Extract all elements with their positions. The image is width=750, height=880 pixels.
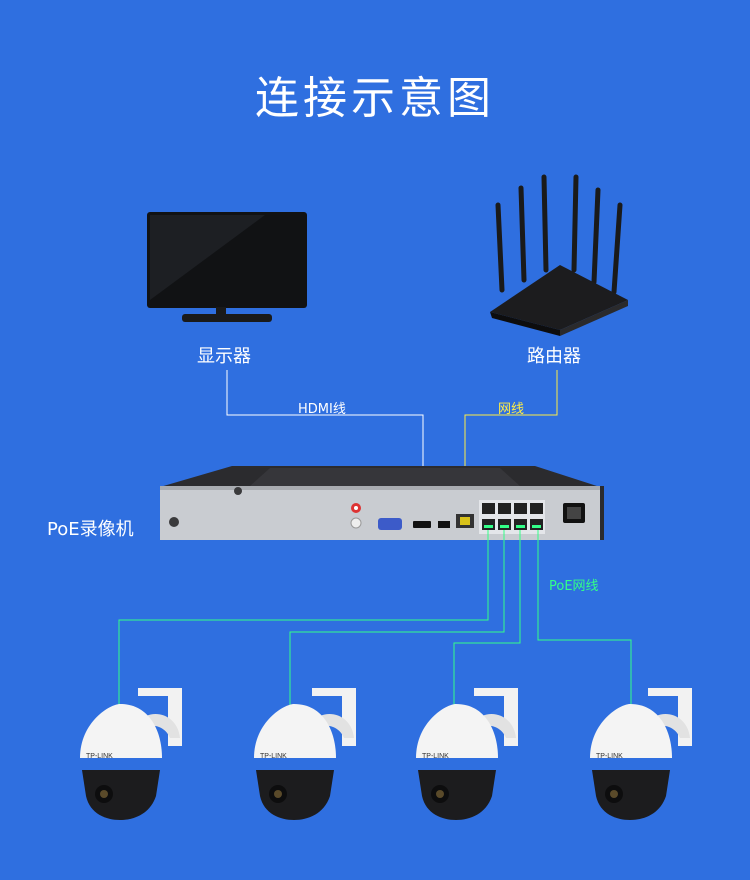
camera-brand-label: TP-LINK xyxy=(260,753,287,760)
page-title: 连接示意图 xyxy=(255,73,495,124)
camera-brand-label: TP-LINK xyxy=(422,753,449,760)
nvr-label: PoE录像机 xyxy=(47,519,134,540)
camera-icon: TP-LINK xyxy=(254,688,356,820)
router-label: 路由器 xyxy=(527,346,581,367)
camera-icon: TP-LINK xyxy=(80,688,182,820)
camera-icon: TP-LINK xyxy=(590,688,692,820)
poe-cable-label: PoE网线 xyxy=(549,579,599,594)
camera-icon: TP-LINK xyxy=(416,688,518,820)
nvr-icon xyxy=(160,466,604,540)
monitor-icon xyxy=(147,212,307,322)
router-icon xyxy=(490,174,628,336)
hdmi-cable-label: HDMI线 xyxy=(298,402,346,417)
poe-wires xyxy=(118,530,632,705)
monitor-label: 显示器 xyxy=(197,346,251,367)
network-cable-label: 网线 xyxy=(498,402,525,417)
camera-brand-label: TP-LINK xyxy=(596,753,623,760)
camera-brand-label: TP-LINK xyxy=(86,753,113,760)
